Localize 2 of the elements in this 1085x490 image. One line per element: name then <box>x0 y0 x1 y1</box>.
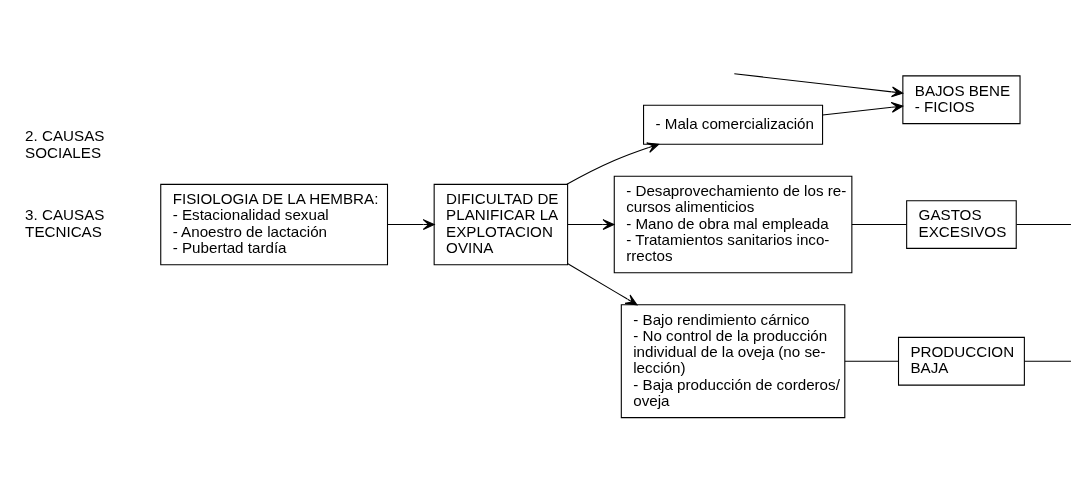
label: 3. CAUSAS TECNICAS <box>25 205 105 240</box>
label: 2. CAUSAS SOCIALES <box>25 126 105 160</box>
